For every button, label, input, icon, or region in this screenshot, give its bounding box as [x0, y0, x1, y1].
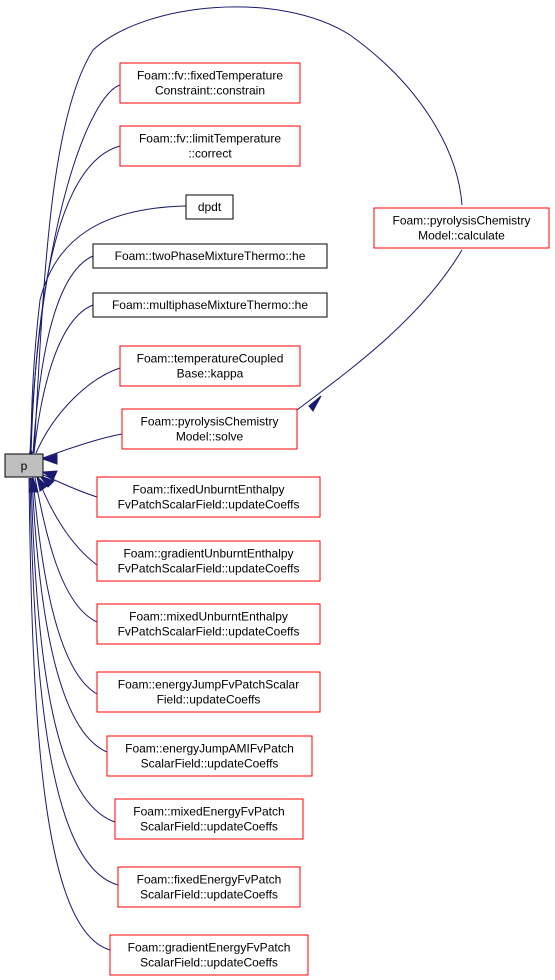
node-label-line: Foam::fixedEnergyFvPatch [137, 873, 282, 887]
root-node-label: p [21, 459, 28, 473]
edge-gradientEnergy-to-p [28, 477, 111, 951]
edge-temperatureCoupled-to-p [35, 367, 121, 454]
arrowhead-p-3 [41, 470, 58, 481]
node-fixedEnergy[interactable]: Foam::fixedEnergyFvPatchScalarField::upd… [117, 866, 301, 908]
node-label-line: FvPatchScalarField::updateCoeffs [118, 625, 300, 639]
root-node-p[interactable]: p [4, 453, 44, 478]
node-label-line: dpdt [198, 200, 222, 214]
node-label-line: ScalarField::updateCoeffs [140, 956, 278, 970]
node-box [96, 603, 321, 645]
node-gradientUnburntEnthalpy[interactable]: Foam::gradientUnburntEnthalpyFvPatchScal… [96, 540, 321, 582]
node-box [114, 798, 304, 840]
edge-pyrolysisSolve-to-calculate [296, 249, 463, 411]
node-twoPhaseMixtureThermo[interactable]: Foam::twoPhaseMixtureThermo::he [92, 243, 328, 269]
node-label-line: Foam::energyJumpFvPatchScalar [118, 678, 299, 692]
edge-fixedUnburnt-to-p [40, 473, 98, 498]
node-label-line: Model::calculate [418, 229, 505, 243]
node-label-line: Foam::pyrolysisChemistry [140, 415, 278, 429]
edge-mixedUnburnt-to-p [34, 477, 98, 623]
node-label-line: ScalarField::updateCoeffs [140, 820, 278, 834]
node-label-line: ScalarField::updateCoeffs [140, 888, 278, 902]
edge-energyJumpAMI-to-p [31, 477, 108, 753]
node-label-line: Foam::fixedUnburntEnthalpy [132, 483, 284, 497]
node-label-line: Foam::fv::fixedTemperature [137, 69, 283, 83]
arrowhead-p-4 [28, 476, 39, 493]
node-multiphaseMixtureThermo[interactable]: Foam::multiphaseMixtureThermo::he [92, 292, 328, 318]
node-box [119, 345, 301, 387]
node-label-line: Foam::pyrolysisChemistry [392, 214, 530, 228]
edge-pyrolysisSolve-to-p [42, 433, 123, 459]
node-dpdt[interactable]: dpdt [185, 194, 234, 220]
edge-fixedTemperatureConstraint-to-p [29, 84, 121, 454]
node-fixedUnburntEnthalpy[interactable]: Foam::fixedUnburntEnthalpyFvPatchScalarF… [96, 476, 321, 518]
arrowhead-p-6 [38, 474, 55, 488]
node-box [92, 292, 328, 318]
node-energyJumpAMI[interactable]: Foam::energyJumpAMIFvPatchScalarField::u… [106, 735, 313, 777]
node-label-line: Base::kappa [177, 367, 244, 381]
node-label-line: Foam::energyJumpAMIFvPatch [125, 742, 294, 756]
node-label-line: Foam::twoPhaseMixtureThermo::he [115, 249, 306, 263]
edge-gradientUnburnt-to-p [37, 477, 98, 566]
node-mixedUnburntEnthalpy[interactable]: Foam::mixedUnburntEnthalpyFvPatchScalarF… [96, 603, 321, 645]
edge-twoPhase-to-p [32, 255, 94, 454]
node-box [119, 62, 301, 104]
nodes: Foam::fv::fixedTemperatureConstraint::co… [92, 62, 550, 976]
edge-multiphase-to-p [33, 304, 94, 454]
arrowhead-p-5 [36, 475, 48, 492]
edge-dpdt-to-p [30, 205, 187, 454]
arrowhead-calculate [308, 395, 322, 412]
root-node-box [4, 453, 44, 478]
edges [28, 6, 463, 951]
edge-fixedEnergy-to-p [29, 477, 119, 886]
node-box [96, 476, 321, 518]
node-label-line: Foam::gradientUnburntEnthalpy [123, 547, 293, 561]
node-label-line: Foam::mixedEnergyFvPatch [133, 805, 284, 819]
node-box [106, 735, 313, 777]
node-box [119, 125, 301, 167]
node-label-line: FvPatchScalarField::updateCoeffs [118, 498, 300, 512]
node-energyJump[interactable]: Foam::energyJumpFvPatchScalarField::upda… [96, 671, 321, 713]
node-label-line: ScalarField::updateCoeffs [141, 757, 279, 771]
node-label-line: ::correct [188, 147, 232, 161]
node-label-line: FvPatchScalarField::updateCoeffs [118, 562, 300, 576]
node-label-line: Constraint::constrain [155, 84, 265, 98]
node-label-line: Foam::fv::limitTemperature [139, 132, 281, 146]
node-label-line: Foam::temperatureCoupled [137, 352, 284, 366]
node-box [96, 671, 321, 713]
arrowhead-p-2 [41, 453, 58, 465]
node-label-line: Foam::gradientEnergyFvPatch [128, 941, 291, 955]
node-mixedEnergy[interactable]: Foam::mixedEnergyFvPatchScalarField::upd… [114, 798, 304, 840]
node-box [185, 194, 234, 220]
node-box [92, 243, 328, 269]
node-gradientEnergy[interactable]: Foam::gradientEnergyFvPatchScalarField::… [109, 934, 309, 976]
node-box [96, 540, 321, 582]
edge-mixedEnergy-to-p [30, 477, 116, 823]
edge-energyJump-to-p [32, 477, 98, 695]
edge-limitTemperature-to-p [30, 145, 121, 454]
node-label-line: Model::solve [176, 430, 244, 444]
node-box [373, 207, 550, 249]
node-box [109, 934, 309, 976]
node-label-line: Foam::multiphaseMixtureThermo::he [112, 298, 308, 312]
node-label-line: Field::updateCoeffs [157, 693, 261, 707]
node-fixedTemperatureConstraint[interactable]: Foam::fv::fixedTemperatureConstraint::co… [119, 62, 301, 104]
node-box [117, 866, 301, 908]
node-limitTemperature[interactable]: Foam::fv::limitTemperature::correct [119, 125, 301, 167]
node-label-line: Foam::mixedUnburntEnthalpy [129, 610, 288, 624]
edge-calculate-to-p [33, 6, 463, 454]
node-box [121, 408, 298, 450]
